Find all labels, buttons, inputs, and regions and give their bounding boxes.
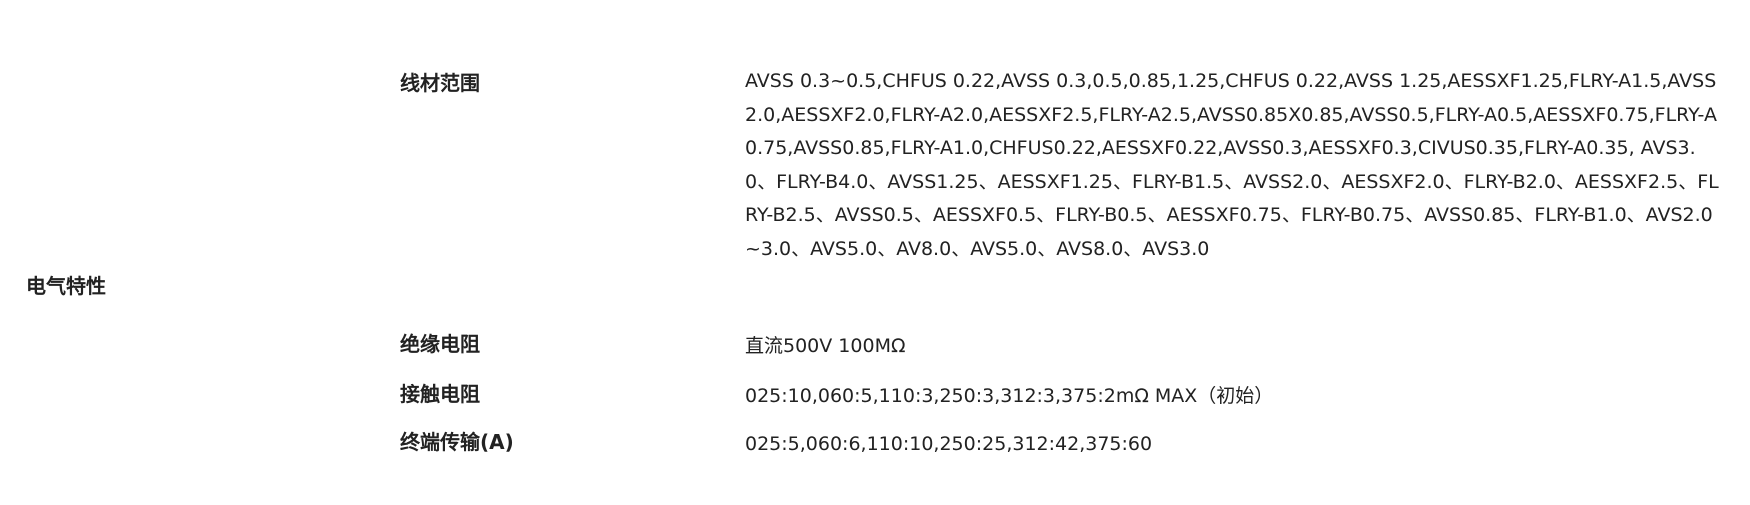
spec-label: 线材范围 <box>400 71 480 95</box>
spec-value: 025:5,060:6,110:10,250:25,312:42,375:60 <box>745 433 1153 455</box>
category-label: 电气特性 <box>26 274 106 298</box>
spec-label: 终端传输(A) <box>400 430 514 454</box>
spec-label: 接触电阻 <box>400 382 480 406</box>
spec-value: 直流500V 100MΩ <box>745 335 906 357</box>
spec-value: AVSS 0.3~0.5,CHFUS 0.22,AVSS 0.3,0.5,0.8… <box>745 70 1719 260</box>
spec-label: 绝缘电阻 <box>400 332 480 356</box>
spec-value: 025:10,060:5,110:3,250:3,312:3,375:2mΩ M… <box>745 385 1274 407</box>
